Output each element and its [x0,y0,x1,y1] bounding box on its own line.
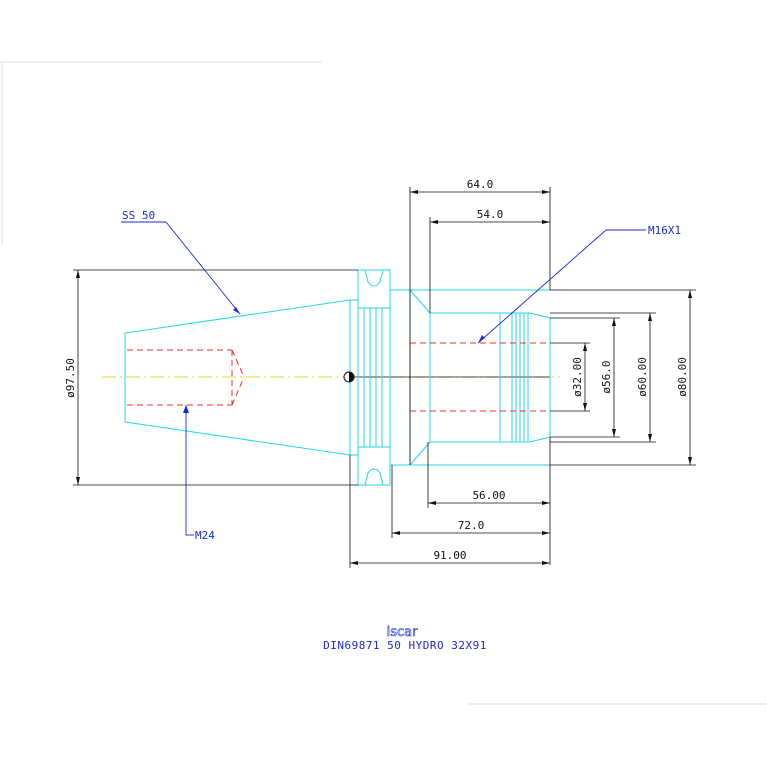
dim-dia-97: ø97.50 [64,358,77,398]
flange [349,269,410,486]
dim-91: 91.00 [433,549,466,562]
center-mark-fill [349,372,354,382]
taper-body [124,299,351,456]
leader-m24 [183,405,194,536]
dim-dia-56: ø56.0 [600,360,613,393]
iscar-logo: iscar [387,625,418,640]
drawing-title: DIN69871 50 HYDRO 32X91 [323,639,487,652]
label-ss50: SS 50 [122,209,155,222]
dim-56: 56.00 [472,489,505,502]
hidden-thread-left [127,349,245,406]
label-m24: M24 [195,529,215,542]
hydro-body [409,289,551,466]
dim-dia-80: ø80.00 [676,357,689,397]
dim-54: 54.0 [477,208,504,221]
dim-64: 64.0 [467,178,494,191]
leader-ss50 [121,221,241,315]
leader-m16 [477,229,646,344]
dimension-lines [73,187,696,568]
dimension-arrows [76,190,692,565]
dim-dia-60: ø60.00 [636,357,649,397]
dim-72: 72.0 [458,519,485,532]
dim-dia-32: ø32.00 [571,357,584,397]
label-m16: M16X1 [648,224,681,237]
